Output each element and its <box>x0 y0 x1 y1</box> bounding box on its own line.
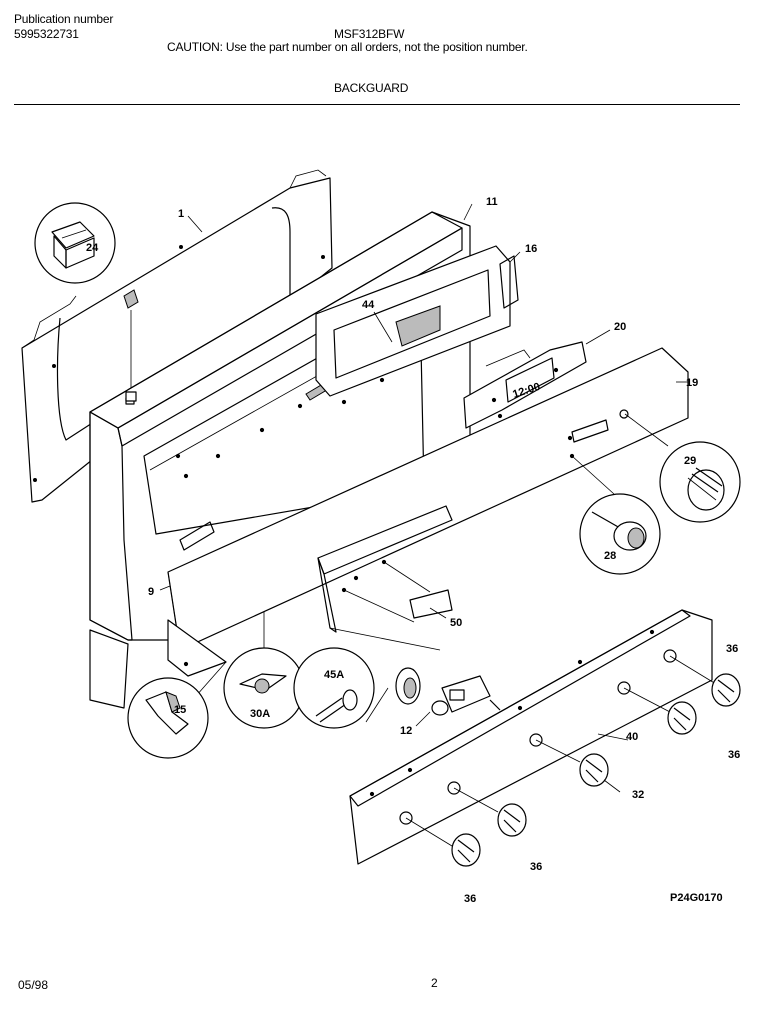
callout-24: 24 <box>86 242 99 254</box>
callout-9: 9 <box>148 586 154 598</box>
rocker-switch-part <box>34 202 139 402</box>
callout-44: 44 <box>362 299 375 311</box>
callout-36-center: 36 <box>530 861 542 873</box>
publication-label: Publication number <box>14 12 114 26</box>
knob-32 <box>535 739 609 787</box>
clock-module-part: 12:00 <box>463 341 587 429</box>
overlay-frame-part <box>315 245 519 397</box>
footer-date: 05/98 <box>18 978 49 992</box>
callout-36-upper-right: 36 <box>726 643 738 655</box>
callout-19: 19 <box>686 377 698 389</box>
callout-28: 28 <box>604 550 616 562</box>
bolt-part <box>293 647 375 729</box>
callout-1: 1 <box>178 208 184 220</box>
model-number: MSF312BFW <box>334 27 405 41</box>
clip-part <box>127 661 227 759</box>
infinite-switch-part <box>365 667 501 723</box>
section-title: BACKGUARD <box>334 81 409 95</box>
callout-40: 40 <box>626 731 638 743</box>
callout-32: 32 <box>632 789 644 801</box>
publication-number: 5995322731 <box>14 27 79 41</box>
callout-45a: 45A <box>324 669 344 681</box>
figure-code: P24G0170 <box>670 892 723 904</box>
callout-50: 50 <box>450 617 462 629</box>
callout-30a: 30A <box>250 708 270 720</box>
control-panel-part <box>349 609 713 865</box>
caution-note: CAUTION: Use the part number on all orde… <box>167 40 528 54</box>
leader-lines <box>159 203 688 793</box>
callout-36-right: 36 <box>728 749 740 761</box>
page-number: 2 <box>431 976 438 990</box>
selector-knob-part <box>624 413 741 523</box>
knob-36-front-left <box>405 817 481 867</box>
callout-29: 29 <box>684 455 696 467</box>
wing-nut-part <box>223 612 305 729</box>
callout-12: 12 <box>400 725 412 737</box>
callout-20: 20 <box>614 321 626 333</box>
switch-bracket-part <box>167 505 453 677</box>
header-divider <box>14 104 740 105</box>
knob-36-right-upper <box>669 655 741 707</box>
knob-shaft-part <box>571 455 661 575</box>
knob-36-right-lower <box>623 687 697 735</box>
callout-11: 11 <box>486 196 498 208</box>
callout-16: 16 <box>525 243 537 255</box>
knob-36-front-center <box>453 787 527 837</box>
callout-15: 15 <box>174 704 186 716</box>
callout-36-left: 36 <box>464 893 476 905</box>
